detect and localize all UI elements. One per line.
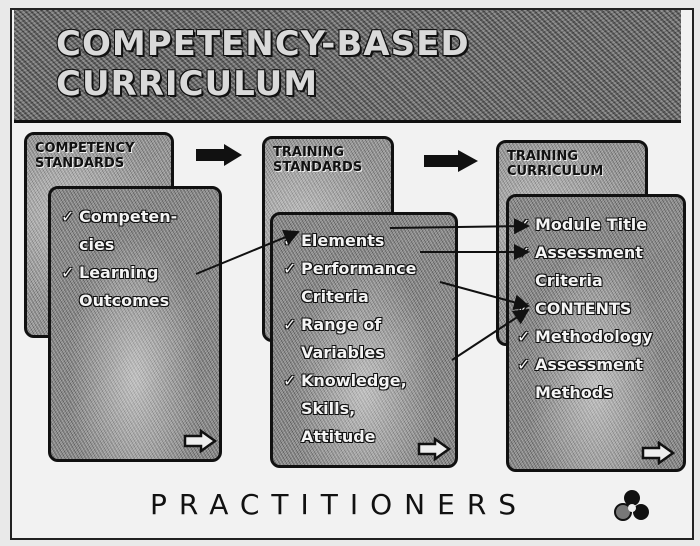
list-item: ✓CONTENTS [517, 299, 632, 318]
list-item: ✓Module Title [517, 215, 648, 234]
list-item: Skills, [301, 399, 356, 418]
competency-standards-content-card: ✓Competen- cies ✓Learning Outcomes [48, 186, 222, 462]
outline-arrow-right-icon [641, 441, 675, 465]
list-item: ✓Methodology [517, 327, 653, 346]
list-item: ✓Learning [61, 263, 159, 282]
competency-standards-title: COMPETENCY STANDARDS [35, 141, 135, 171]
list-item: Outcomes [79, 291, 170, 310]
list-item: ✓Competen- [61, 207, 178, 226]
training-curriculum-content-card: ✓Module Title ✓Assessment Criteria ✓CONT… [506, 194, 686, 472]
list-item: ✓Elements [283, 231, 385, 250]
training-curriculum-title: TRAINING CURRICULUM [507, 149, 604, 179]
block-arrow-right-icon [424, 150, 478, 172]
outline-arrow-right-icon [417, 437, 451, 461]
list-item: ✓Assessment [517, 355, 643, 374]
training-standards-title: TRAINING STANDARDS [273, 145, 363, 175]
list-item: ✓Knowledge, [283, 371, 407, 390]
list-item: Criteria [301, 287, 369, 306]
list-item: Variables [301, 343, 385, 362]
list-item: ✓Range of [283, 315, 382, 334]
title-banner: COMPETENCY-BASED CURRICULUM [14, 10, 681, 123]
list-item: Methods [535, 383, 613, 402]
outline-arrow-right-icon [183, 429, 217, 453]
list-item: ✓Assessment [517, 243, 643, 262]
training-standards-list: ✓Elements ✓Performance Criteria ✓Range o… [283, 227, 449, 451]
list-item: Criteria [535, 271, 603, 290]
block-arrow-right-icon [196, 144, 242, 166]
footer-practitioners: PRACTITIONERS [150, 488, 529, 521]
slide-title: COMPETENCY-BASED CURRICULUM [56, 24, 470, 104]
training-standards-content-card: ✓Elements ✓Performance Criteria ✓Range o… [270, 212, 458, 468]
circles-logo-icon [614, 490, 649, 521]
competency-standards-list: ✓Competen- cies ✓Learning Outcomes [61, 203, 213, 315]
list-item: ✓Performance [283, 259, 417, 278]
training-curriculum-list: ✓Module Title ✓Assessment Criteria ✓CONT… [517, 211, 677, 407]
list-item: cies [79, 235, 115, 254]
list-item: Attitude [301, 427, 376, 446]
